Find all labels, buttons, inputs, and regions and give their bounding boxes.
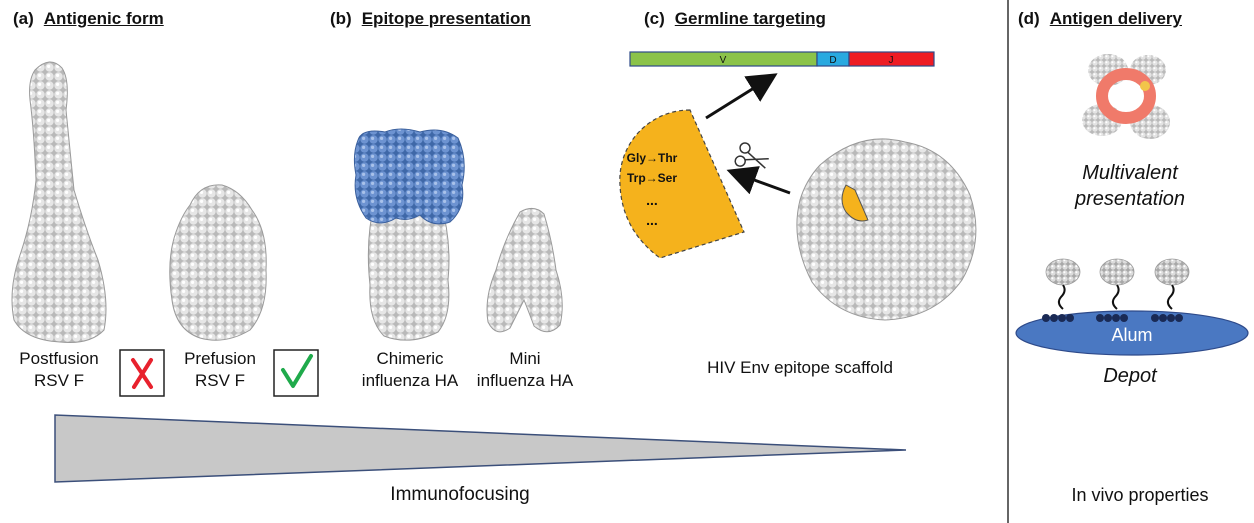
prefusion-caption-line2: RSV F: [194, 371, 246, 390]
multivalent-nanoparticle: [1082, 54, 1170, 139]
postfusion-caption: Postfusion RSV F: [4, 348, 114, 392]
chimeric-ha-head-blue: [353, 128, 465, 225]
postfusion-caption-line1: Postfusion: [19, 349, 99, 368]
panel-b-header: (b) Epitope presentation: [330, 9, 531, 29]
vdj-gene-bar: V D J: [629, 51, 935, 67]
panel-d-header: (d) Antigen delivery: [1018, 9, 1182, 29]
mutation-3: ...: [646, 192, 658, 208]
adsorbed-antigens: [1042, 258, 1190, 322]
panel-c-header: (c) Germline targeting: [644, 9, 826, 29]
arrow-to-epitope: [726, 166, 791, 195]
alum-ellipse: [1015, 310, 1249, 356]
segment-j: [848, 51, 935, 67]
chimeric-caption: Chimeric influenza HA: [345, 348, 475, 392]
mini-caption: Mini influenza HA: [460, 348, 590, 392]
panel-c-title: Germline targeting: [674, 9, 826, 28]
mutation-4: ...: [646, 212, 658, 228]
green-check-icon: [281, 354, 313, 388]
chimeric-ha-stem-structure: [367, 199, 450, 341]
scaffold-epitope-orange: [841, 184, 869, 222]
segment-v-label: V: [720, 55, 727, 66]
immunofocusing-caption: Immunofocusing: [390, 484, 530, 505]
postfusion-rsv-f-structure: [11, 61, 107, 343]
multivalent-caption-line2: presentation: [1074, 188, 1186, 210]
scissors-icon: [734, 142, 769, 169]
scaffold-caption: HIV Env epitope scaffold: [707, 358, 893, 377]
in-vivo-caption: In vivo properties: [1071, 485, 1209, 505]
panel-d-letter: (d): [1018, 9, 1040, 28]
panel-a-letter: (a): [13, 9, 34, 28]
epitope-enlarged: [619, 109, 745, 259]
prefusion-rsv-f-structure: [169, 184, 267, 341]
mini-caption-line2: influenza HA: [476, 371, 574, 390]
prefusion-caption-line1: Prefusion: [184, 349, 256, 368]
segment-d-label: D: [829, 55, 836, 66]
multivalent-caption-line1: Multivalent: [1082, 162, 1178, 184]
chimeric-caption-line2: influenza HA: [361, 371, 459, 390]
alum-label: Alum: [1111, 325, 1152, 345]
red-x-icon: [131, 358, 153, 389]
panel-a-header: (a) Antigenic form: [13, 9, 164, 29]
postfusion-caption-line2: RSV F: [33, 371, 85, 390]
panel-d-title: Antigen delivery: [1049, 9, 1182, 28]
mini-caption-line1: Mini: [509, 349, 541, 368]
depot-caption: Depot: [1103, 365, 1157, 387]
mutation-1: Gly→Thr: [627, 151, 678, 165]
prefusion-caption: Prefusion RSV F: [168, 348, 272, 392]
arrow-to-gene: [705, 73, 778, 120]
mini-ha-structure: [486, 208, 563, 333]
chimeric-caption-line1: Chimeric: [376, 349, 444, 368]
hiv-env-scaffold-structure: [796, 138, 977, 321]
panel-c-letter: (c): [644, 9, 665, 28]
immunofocusing-wedge: [54, 414, 907, 483]
panel-a-title: Antigenic form: [43, 9, 164, 28]
panel-b-title: Epitope presentation: [361, 9, 531, 28]
segment-j-label: J: [889, 55, 894, 66]
multivalent-caption: Multivalent presentation: [1040, 160, 1220, 212]
mutation-2: Trp→Ser: [627, 171, 677, 185]
panel-b-letter: (b): [330, 9, 352, 28]
